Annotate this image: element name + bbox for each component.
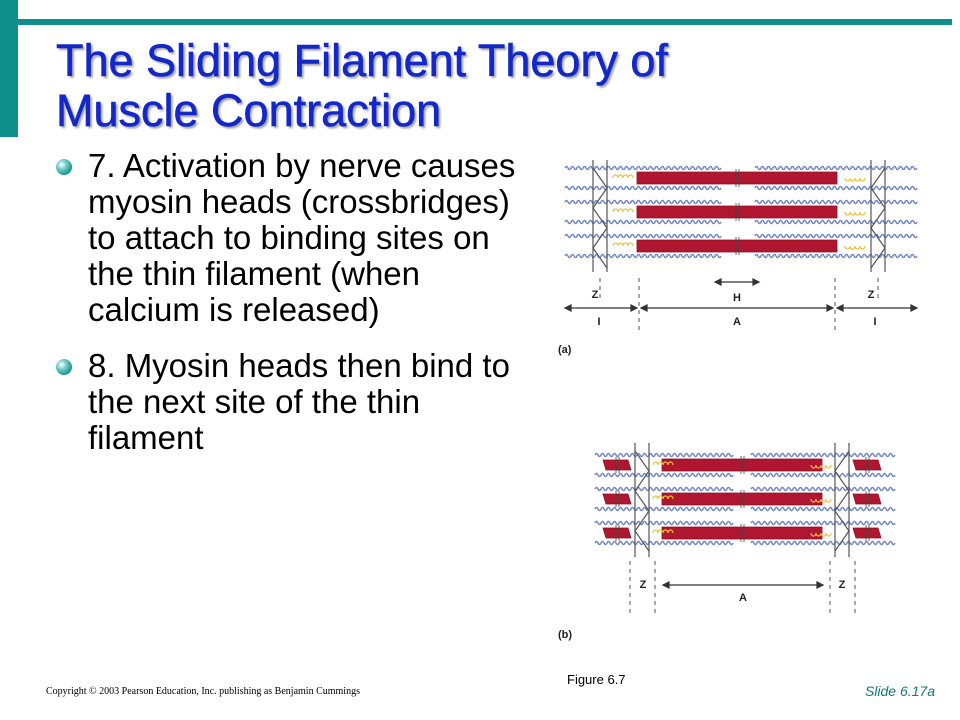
bullet-text: 8. Myosin heads then bind to the next si… <box>88 347 510 456</box>
titin-coil <box>810 532 832 537</box>
thick-filament <box>636 205 838 219</box>
label-a: A <box>739 592 747 604</box>
thin-filament <box>750 486 896 492</box>
filament-group-a <box>564 165 918 259</box>
thin-filament <box>754 185 918 191</box>
titin-coil <box>612 242 634 247</box>
thick-filament <box>661 492 823 506</box>
slide-number: Slide 6.17a <box>864 683 935 699</box>
thin-filament <box>594 486 734 492</box>
label-h: H <box>733 292 741 304</box>
thin-filament <box>750 506 896 512</box>
thin-filament <box>594 540 734 546</box>
titin-coil <box>844 177 866 182</box>
label-z-left: Z <box>592 289 599 301</box>
thin-filament <box>754 219 918 225</box>
titin-coil <box>844 245 866 250</box>
thin-filament <box>754 199 918 205</box>
titin-coil <box>652 495 674 500</box>
filament-group-b <box>594 452 896 546</box>
accent-bar-top <box>18 19 952 25</box>
thick-filament <box>636 171 838 185</box>
bullet-text: 7. Activation by nerve causes myosin hea… <box>88 147 516 328</box>
figure-caption: Figure 6.7 <box>567 672 626 687</box>
bullet-icon <box>56 159 72 175</box>
thick-filament <box>852 527 882 539</box>
z-zigzag-left <box>634 450 650 552</box>
label-i-right: I <box>873 316 876 328</box>
bullet-item-8: 8. Myosin heads then bind to the next si… <box>50 348 520 456</box>
label-z-left: Z <box>640 579 647 591</box>
thick-filament <box>602 459 632 471</box>
title-line-2: Muscle Contraction <box>56 85 442 136</box>
thin-filament <box>750 452 896 458</box>
thin-filament <box>754 165 918 171</box>
thick-filament <box>661 458 823 472</box>
titin-coil <box>652 529 674 534</box>
thick-filament <box>636 239 838 253</box>
thin-filament <box>750 540 896 546</box>
label-z-right: Z <box>839 579 846 591</box>
thin-filament <box>564 165 722 171</box>
title-line-1: The Sliding Filament Theory of <box>56 35 669 86</box>
accent-bar-left <box>0 0 18 137</box>
sarcomere-figure-b: Z Z A (b) <box>555 435 925 645</box>
thick-filament <box>852 459 882 471</box>
thin-filament <box>564 233 722 239</box>
z-zigzag-right <box>834 450 850 552</box>
copyright-notice: Copyright © 2003 Pearson Education, Inc.… <box>46 686 360 697</box>
thick-filament <box>602 527 632 539</box>
thin-filament <box>594 506 734 512</box>
thin-filament <box>594 452 734 458</box>
bullet-icon <box>56 359 72 375</box>
thin-filament <box>750 520 896 526</box>
label-i-left: I <box>597 316 600 328</box>
thick-filament <box>661 526 823 540</box>
thick-filament <box>602 493 632 505</box>
titin-coil <box>810 464 832 469</box>
thin-filament <box>754 253 918 259</box>
panel-tag-a: (a) <box>558 344 572 356</box>
label-z-right: Z <box>868 289 875 301</box>
thin-filament <box>564 253 722 259</box>
thick-filament <box>852 493 882 505</box>
panel-tag-b: (b) <box>558 629 572 641</box>
label-a: A <box>733 316 741 328</box>
titin-coil <box>844 211 866 216</box>
thin-filament <box>594 520 734 526</box>
sarcomere-figure-a: Z H Z I A I (a) <box>555 150 925 370</box>
titin-coil <box>810 498 832 503</box>
thin-filament <box>594 472 734 478</box>
bullet-list: 7. Activation by nerve causes myosin hea… <box>50 148 520 476</box>
z-zigzag-left <box>592 167 608 269</box>
z-zigzag-right <box>870 167 886 269</box>
thin-filament <box>754 233 918 239</box>
thin-filament <box>564 185 722 191</box>
thin-filament <box>750 472 896 478</box>
titin-coil <box>652 461 674 466</box>
slide-title: The Sliding Filament Theory of Muscle Co… <box>56 35 936 136</box>
bullet-item-7: 7. Activation by nerve causes myosin hea… <box>50 148 520 328</box>
thin-filament <box>564 219 722 225</box>
titin-coil <box>612 208 634 213</box>
thin-filament <box>564 199 722 205</box>
titin-coil <box>612 174 634 179</box>
